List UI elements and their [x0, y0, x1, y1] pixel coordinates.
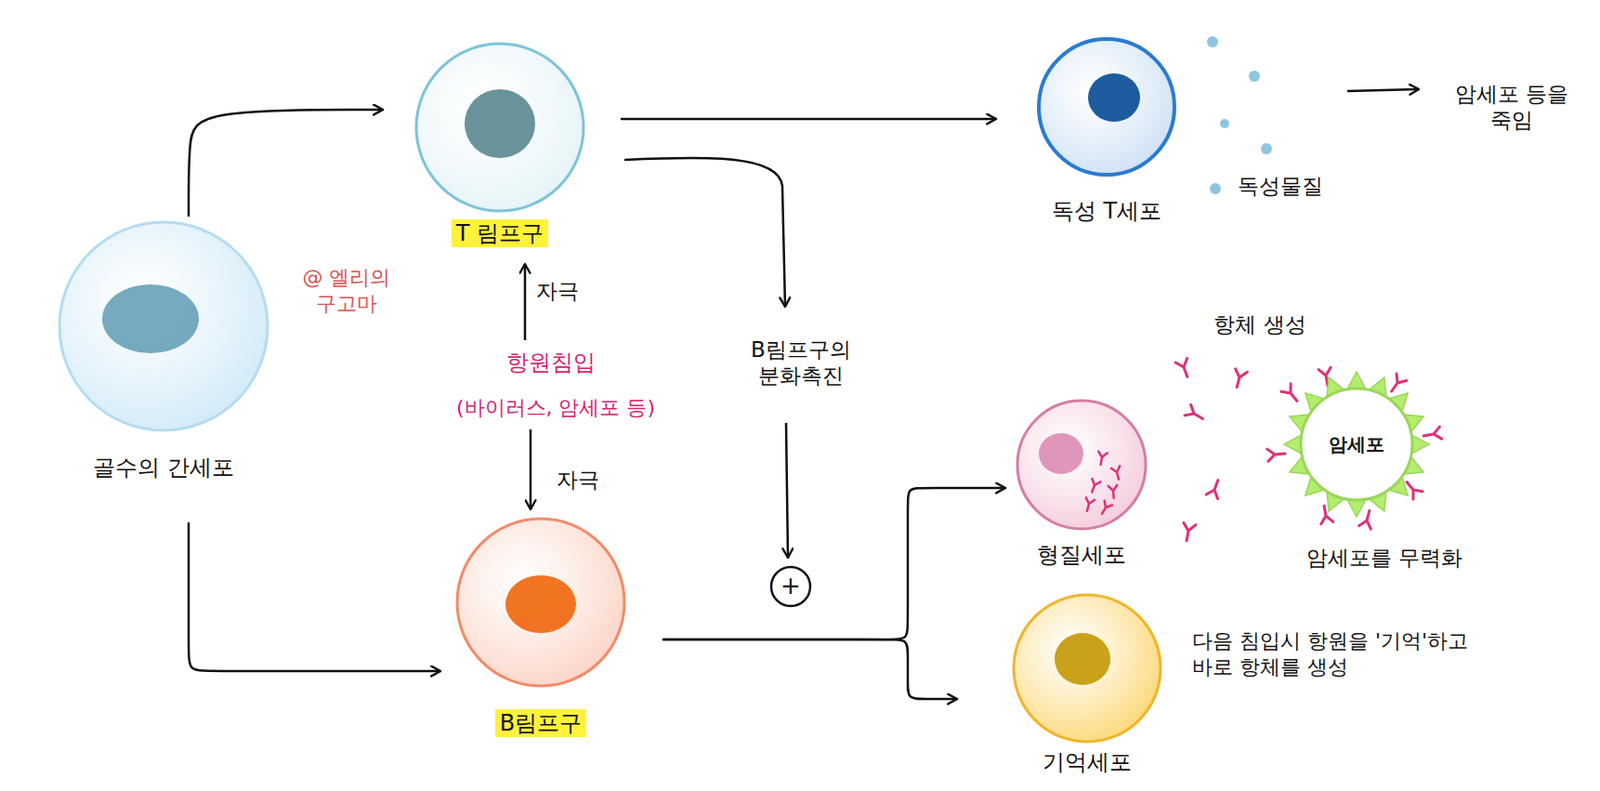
antibody-group	[1175, 358, 1443, 542]
note-label: 암세포 등을 죽임	[1446, 80, 1577, 133]
cell-outline	[1035, 35, 1179, 179]
cell-nucleus	[1088, 73, 1141, 122]
cell-label: 형질세포	[1036, 540, 1127, 569]
antibody-symbol	[1108, 485, 1119, 499]
antibody-symbol	[1096, 451, 1108, 466]
cell-node: 독성 T세포	[1035, 35, 1179, 225]
cell-outline	[454, 515, 628, 689]
note-label: B림프구의 분화촉진	[731, 336, 871, 389]
cell-body	[1013, 594, 1161, 742]
toxin-dot	[1209, 183, 1221, 195]
cell-label: 골수의 간세포	[92, 453, 235, 482]
arrow-connector	[188, 109, 383, 216]
antibody-symbol	[1281, 383, 1302, 406]
cancer-cell: 암세포	[1284, 371, 1430, 517]
plus-circle	[771, 566, 811, 606]
cell-body	[1017, 400, 1146, 529]
note-label: 항체 생성	[1213, 311, 1306, 338]
promotion-arrow	[786, 422, 788, 558]
cell-label-box: 골수의 간세포	[56, 453, 271, 482]
cell-label-box: 형질세포	[1014, 540, 1149, 569]
toxin-dot	[1260, 143, 1273, 155]
antibody-symbol	[1175, 358, 1194, 380]
antibody-symbol	[1422, 426, 1443, 442]
kill-arrow	[1347, 89, 1419, 92]
note-label: 다음 침입시 항원을 '기억'하고 바로 항체를 생성	[1192, 628, 1509, 681]
arrow-connector	[663, 639, 958, 699]
cell-nucleus	[1054, 632, 1111, 685]
cell-label: 기억세포	[1042, 747, 1132, 776]
toxin-dot	[1206, 36, 1219, 48]
arrow-connector	[188, 523, 441, 671]
note-label: 자극	[556, 466, 600, 493]
note-label: (바이러스, 암세포 등)	[456, 394, 656, 421]
cell-name: 암세포	[1328, 432, 1385, 458]
cell-node: T 림프구	[413, 40, 587, 248]
cell-outline	[56, 219, 271, 433]
cell-node: 형질세포	[1014, 397, 1149, 569]
antibody-symbol	[1111, 465, 1124, 481]
cell-body	[416, 43, 584, 211]
antibody-symbol	[1184, 404, 1207, 424]
cell-node: 골수의 간세포	[56, 219, 271, 482]
antibody-symbol	[1098, 500, 1113, 517]
cell-label-box: T 림프구	[413, 219, 587, 248]
cell-nucleus	[505, 575, 577, 633]
cancer-text-box: 암세포	[1284, 371, 1430, 517]
antibody-symbol	[1267, 446, 1286, 461]
note-label: 항원침입	[506, 349, 596, 376]
cancer-body	[1300, 388, 1413, 500]
cell-nucleus	[102, 284, 199, 354]
antibody-symbol	[1206, 477, 1224, 499]
cell-label-box: 기억세포	[1010, 747, 1164, 776]
antibody-symbol	[1386, 373, 1407, 395]
arrow-connector	[621, 118, 997, 121]
note-label: +	[780, 572, 801, 599]
note-label: 독성물질	[1237, 172, 1324, 199]
promotion-arrow	[624, 157, 786, 307]
cell-outline	[1010, 591, 1164, 745]
antibody-symbol	[1231, 368, 1248, 389]
note-label: 자극	[536, 277, 579, 304]
toxin-dot	[1248, 70, 1260, 82]
cell-label: T 림프구	[451, 219, 549, 248]
cell-body	[59, 222, 268, 431]
antibody-symbol	[1359, 509, 1377, 529]
cell-label-box: 독성 T세포	[1035, 196, 1179, 225]
note-label: @ 엘리의 구고마	[294, 264, 399, 317]
cell-label: 독성 T세포	[1051, 196, 1162, 225]
cancer-spikes	[1284, 371, 1430, 517]
cell-nucleus	[1038, 432, 1084, 474]
cell-node: 기억세포	[1010, 591, 1164, 776]
cell-outline	[1014, 397, 1149, 532]
antibody-symbol	[1088, 478, 1102, 494]
arrow-connector	[663, 487, 1006, 640]
antibody-symbol	[1180, 522, 1196, 542]
cell-label-box: B림프구	[454, 708, 628, 737]
antibody-symbol	[1082, 497, 1095, 512]
stimulus-arrow	[529, 429, 533, 510]
toxin-dot	[1219, 118, 1230, 129]
cell-body	[457, 518, 625, 686]
note-label: 암세포를 무력화	[1306, 544, 1463, 571]
cell-body	[1038, 39, 1175, 175]
stimulus-arrow	[524, 263, 527, 341]
cell-outline	[413, 40, 587, 214]
cell-label: B림프구	[495, 708, 587, 737]
cell-node: B림프구	[454, 515, 628, 737]
cell-nucleus	[464, 89, 536, 158]
